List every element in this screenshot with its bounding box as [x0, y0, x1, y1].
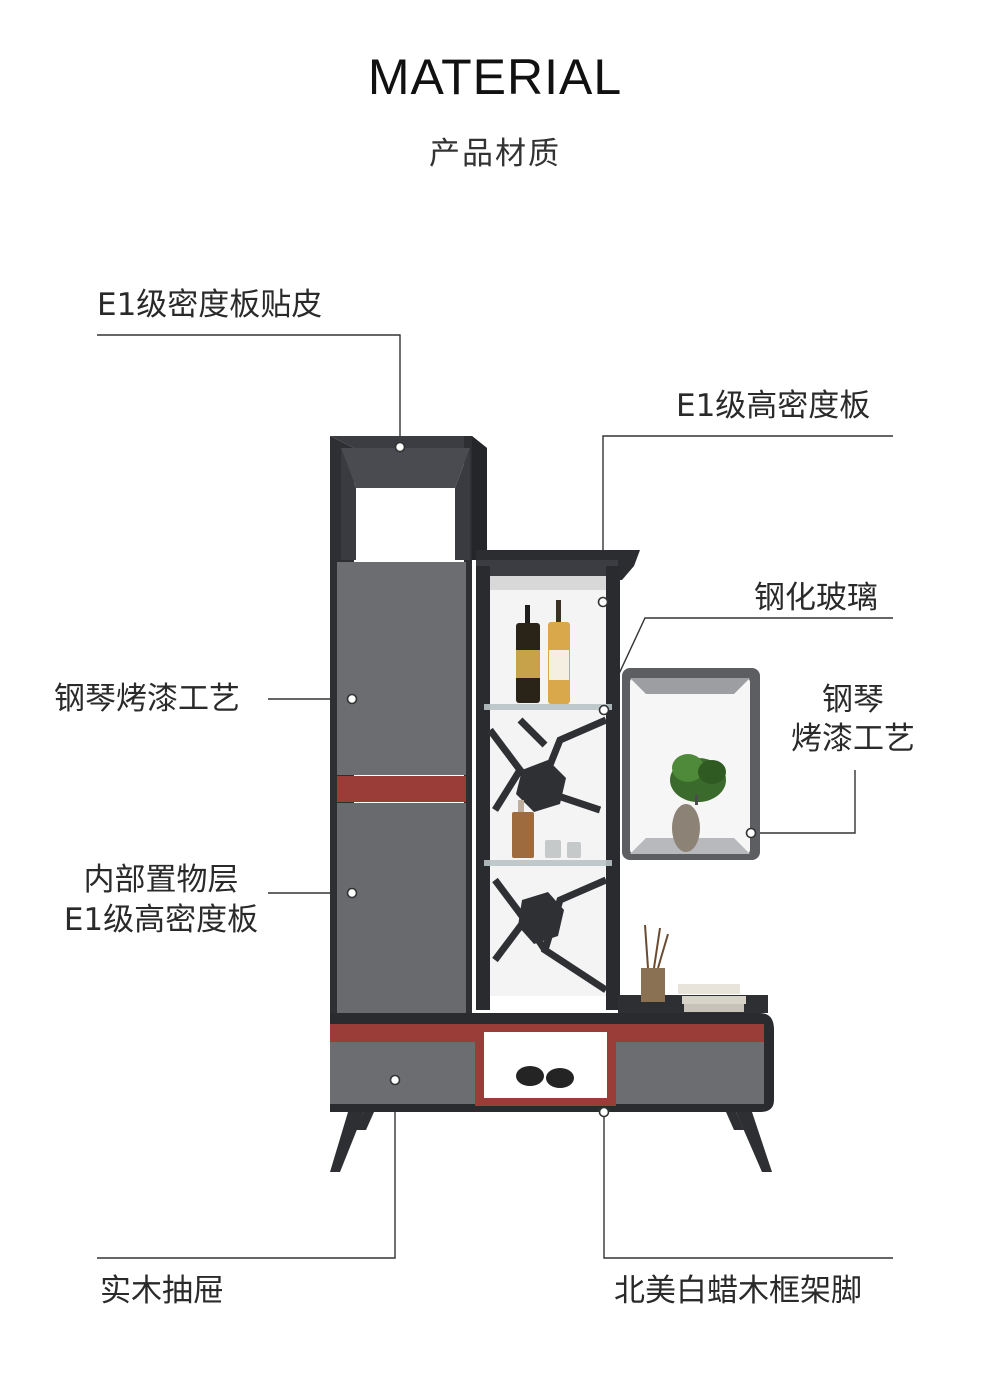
glass-display [476, 550, 640, 1010]
red-band-upper [337, 776, 466, 802]
leader-drawer [97, 1080, 396, 1259]
page-title: MATERIAL [367, 49, 623, 105]
callout-lacquer-left: 钢琴烤漆工艺 [54, 681, 240, 717]
lower-door [337, 803, 466, 1015]
callout-dots [346, 441, 757, 1118]
glass-shelf-lower [484, 860, 612, 866]
callout-lacquer-right-line1: 钢琴 [822, 682, 884, 718]
callout-top-right: E1级高密度板 [676, 388, 871, 424]
callout-drawer: 实木抽屉 [100, 1273, 224, 1309]
callout-inner-line2: E1级高密度板 [63, 902, 259, 938]
floating-box [622, 668, 760, 860]
base-console [330, 924, 774, 1112]
page-subtitle: 产品材质 [429, 136, 561, 172]
left-drawer [330, 1042, 475, 1104]
left-tower [330, 436, 487, 1016]
red-band-right [616, 1024, 764, 1042]
legs [330, 1112, 772, 1172]
leader-top-left [97, 334, 401, 447]
callout-top-left: E1级密度板贴皮 [97, 287, 323, 323]
glass-shelf-upper [484, 704, 612, 710]
leader-lacquer-right [751, 770, 856, 834]
leader-legs [603, 1112, 893, 1259]
callout-legs: 北美白蜡木框架脚 [614, 1273, 862, 1309]
right-drawer [616, 1042, 764, 1104]
callout-lacquer-right-line2: 烤漆工艺 [791, 721, 915, 757]
callout-glass: 钢化玻璃 [754, 580, 878, 616]
callout-inner-line1: 内部置物层 [83, 862, 239, 898]
leader-top-right [602, 435, 893, 602]
upper-door [337, 562, 466, 775]
bottles [512, 600, 581, 858]
red-band-left [330, 1024, 475, 1042]
